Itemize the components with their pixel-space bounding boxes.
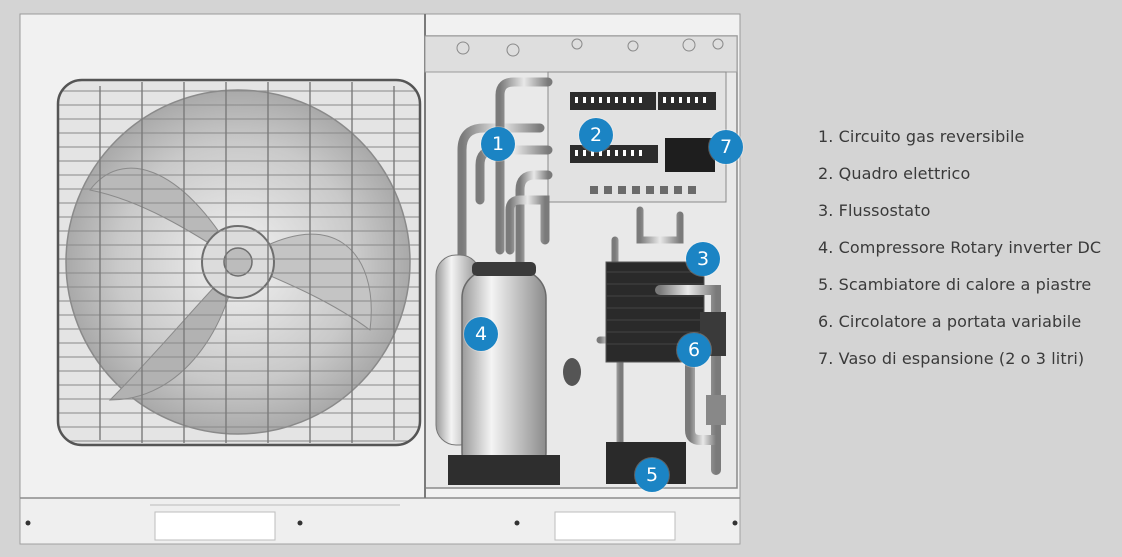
marker-2: 2 (579, 118, 613, 152)
legend-item-4: 4. Compressore Rotary inverter DC (818, 238, 1102, 257)
legend-item-3: 3. Flussostato (818, 201, 931, 220)
component-legend: 1. Circuito gas reversibile 2. Quadro el… (818, 125, 1101, 384)
marker-3: 3 (686, 242, 720, 276)
legend-item-5: 5. Scambiatore di calore a piastre (818, 275, 1092, 294)
control-box (547, 71, 727, 203)
legend-item-7: 7. Vaso di espansione (2 o 3 litri) (818, 349, 1085, 368)
marker-1: 1 (481, 127, 515, 161)
marker-4: 4 (464, 317, 498, 351)
compressor (461, 269, 547, 481)
marker-6: 6 (677, 333, 711, 367)
marker-7: 7 (709, 130, 743, 164)
fan-grill (56, 78, 422, 447)
marker-5: 5 (635, 458, 669, 492)
gas-circuit-pipes (457, 77, 553, 285)
legend-item-2: 2. Quadro elettrico (818, 164, 971, 183)
legend-item-6: 6. Circolatore a portata variabile (818, 312, 1082, 331)
legend-item-1: 1. Circuito gas reversibile (818, 127, 1025, 146)
